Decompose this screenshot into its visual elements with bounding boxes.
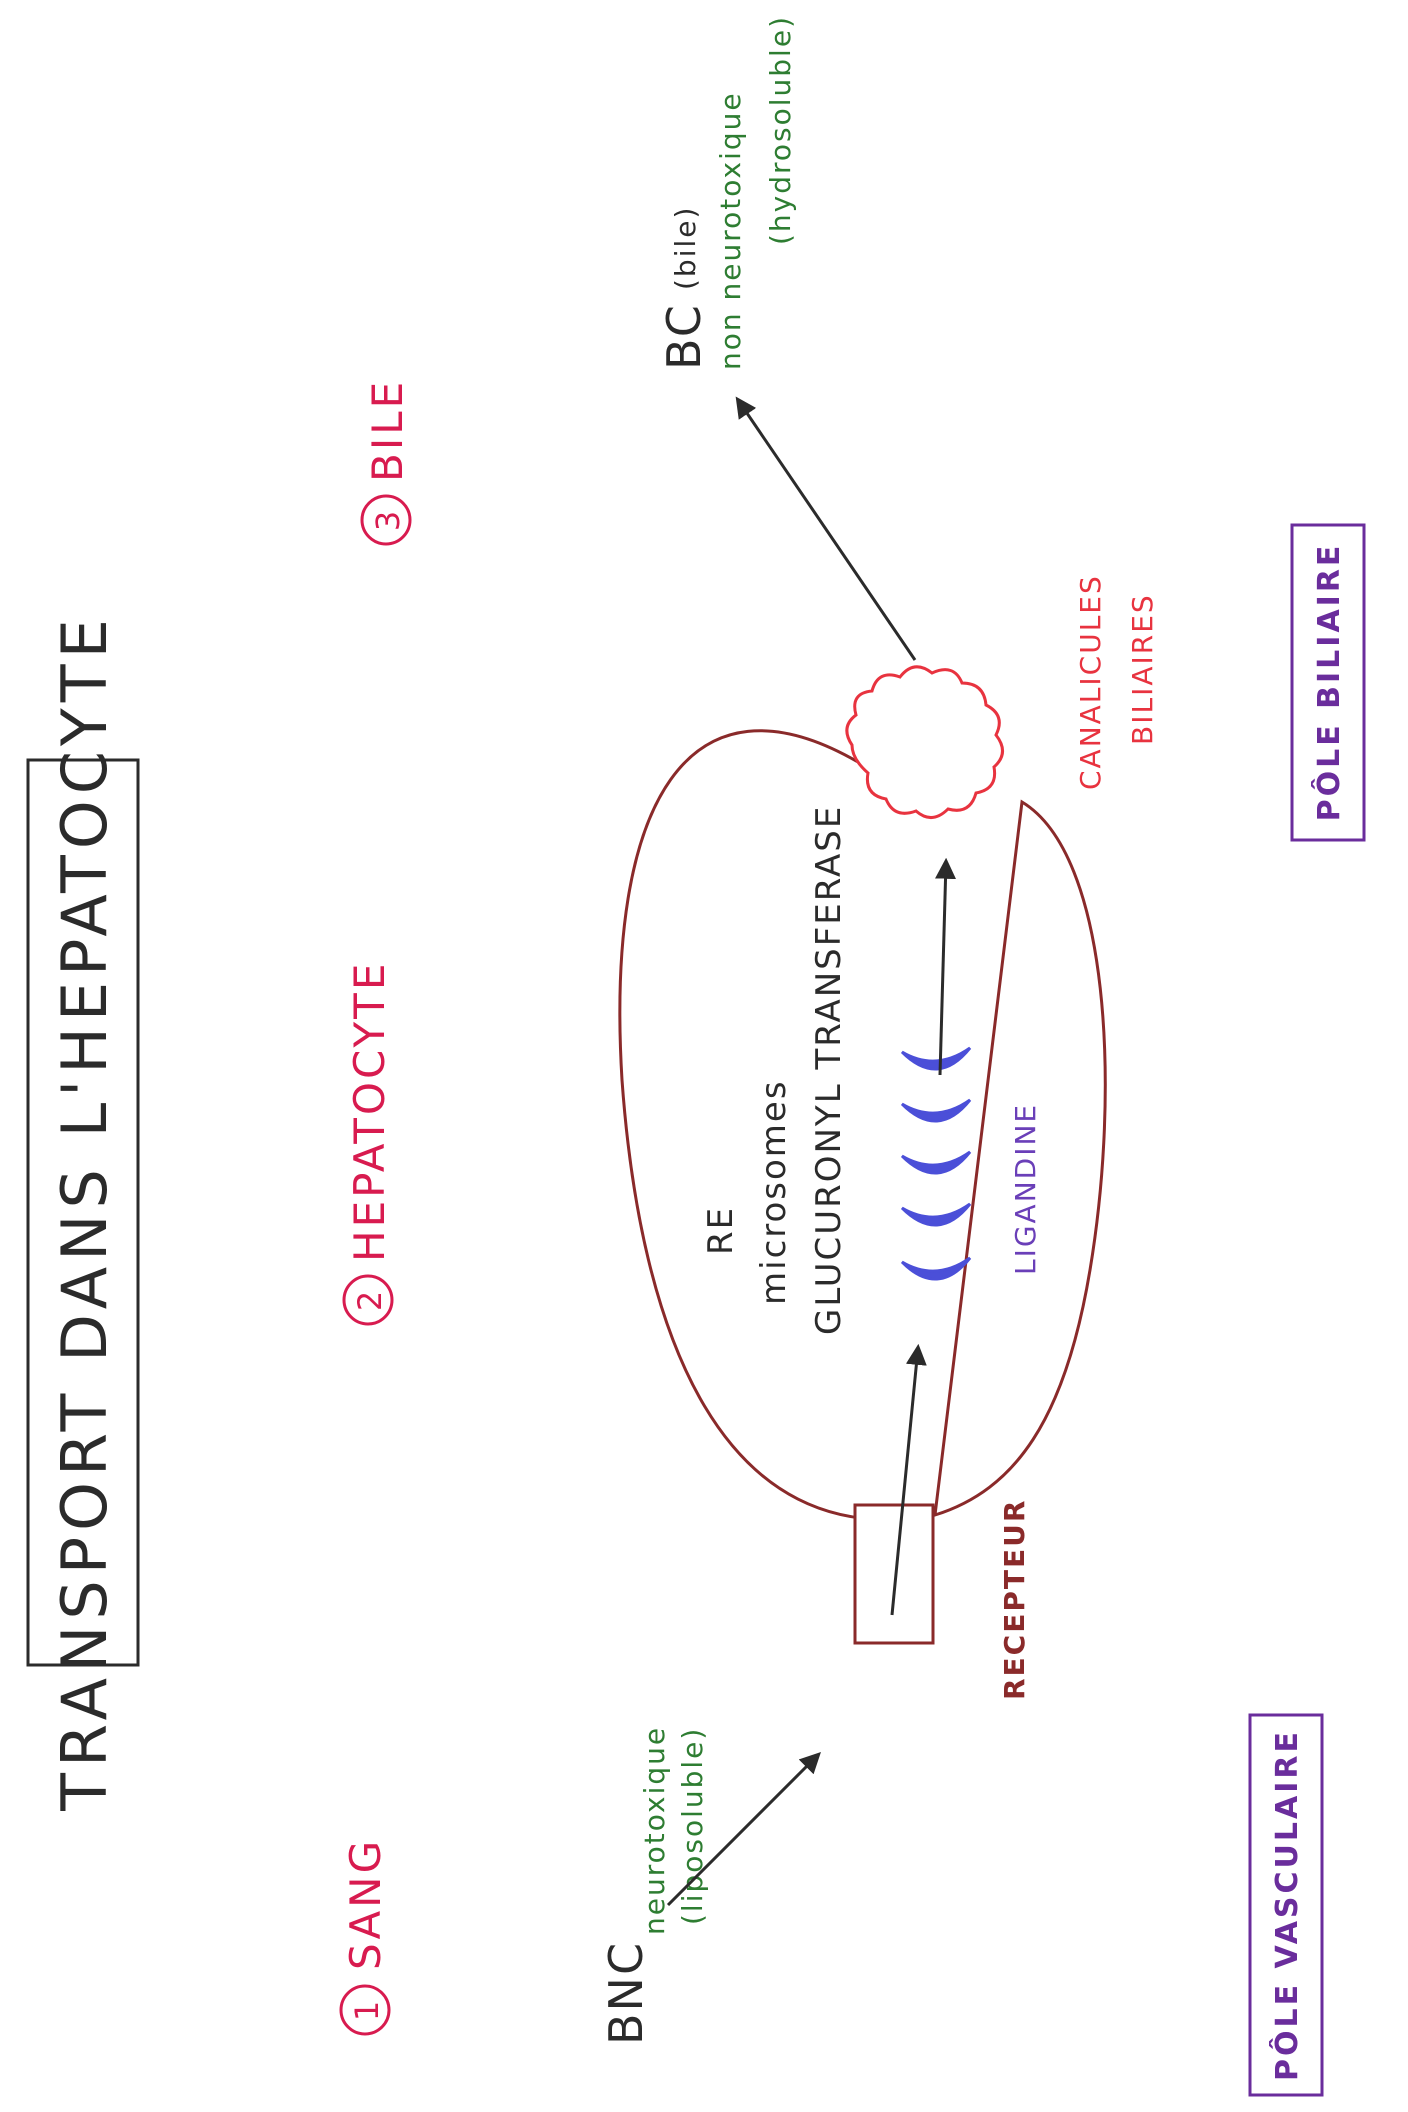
number-circle (342, 1274, 394, 1326)
section-label: HEPATOCYTE (345, 961, 394, 1262)
bc-group: BC (bile) non neurotoxique (hydrosoluble… (657, 15, 797, 370)
hepatocyte-cell-outline (618, 729, 1107, 1522)
bnc-neurotoxique: neurotoxique (638, 1726, 671, 1935)
section-number: 3 (369, 509, 407, 531)
title-box: TRANSPORT DANS L'HEPATOCYTE (26, 613, 140, 1812)
ligandine-label: LIGANDINE (1009, 1103, 1042, 1275)
bc-bile-paren: (bile) (669, 206, 702, 290)
canalicule-to-bc-arrow (735, 396, 917, 661)
canalicule-biliaire-shape (845, 665, 1004, 819)
ligandine-crescent-4 (900, 1098, 972, 1123)
bnc-arrow (666, 1752, 821, 1907)
re-label: RE (701, 1206, 741, 1255)
recepteur-group: RECEPTEUR (853, 1499, 1031, 1700)
section-label: BILE (363, 379, 412, 482)
pole-biliaire-box: PÔLE BILIAIRE (1290, 523, 1366, 842)
enzyme-label: GLUCURONYL TRANSFERASE (809, 805, 849, 1335)
ligandine-crescent-2 (900, 1202, 972, 1227)
canalicules-label: CANALICULES (1074, 574, 1107, 790)
ligandine-to-canalicule-arrow (935, 857, 957, 1076)
ligandine-crescent-5 (900, 1046, 972, 1071)
recepteur-label: RECEPTEUR (998, 1499, 1031, 1700)
bc-label: BC (657, 303, 711, 370)
section-sang: 1 SANG (339, 1838, 391, 2036)
microsomes-label: microsomes (754, 1079, 794, 1305)
page-title: TRANSPORT DANS L'HEPATOCYTE (48, 613, 121, 1812)
biliaires-label: BILIAIRES (1126, 593, 1159, 745)
recepteur-box (853, 1503, 935, 1645)
ligandine-group: LIGANDINE (900, 1046, 1042, 1281)
bnc-liposoluble: (liposoluble) (676, 1727, 709, 1925)
bnc-label: BNC (599, 1941, 653, 2045)
number-circle (339, 1984, 391, 2036)
pole-vasculaire-label: PÔLE VASCULAIRE (1268, 1729, 1305, 2081)
canalicules-label-group: CANALICULES BILIAIRES (1074, 574, 1159, 790)
section-label: SANG (341, 1838, 390, 1970)
pole-biliaire-label: PÔLE BILIAIRE (1310, 543, 1347, 822)
receptor-to-ligandine-arrow (890, 1343, 927, 1616)
pole-vasculaire-box: PÔLE VASCULAIRE (1248, 1713, 1324, 2097)
ligandine-crescent-3 (900, 1150, 972, 1175)
ligandine-crescent-1 (900, 1256, 972, 1281)
number-circle (360, 494, 412, 546)
section-number: 2 (351, 1289, 389, 1311)
bnc-group: BNC neurotoxique (liposoluble) (599, 1726, 821, 2045)
bc-hydrosoluble: (hydrosoluble) (764, 15, 797, 245)
bc-non-neurotoxique: non neurotoxique (714, 91, 747, 370)
section-hepatocyte: 2 HEPATOCYTE (342, 961, 394, 1326)
section-bile: 3 BILE (360, 379, 412, 546)
section-number: 1 (348, 1999, 386, 2021)
reticulum-group: RE microsomes GLUCURONYL TRANSFERASE (701, 805, 849, 1335)
